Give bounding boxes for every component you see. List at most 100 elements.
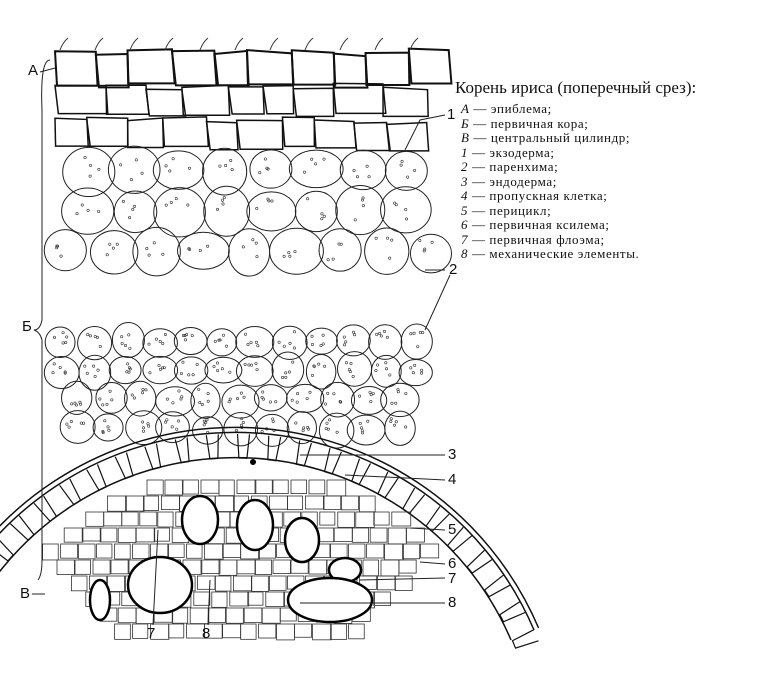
endodermis-cell (267, 435, 282, 462)
starch-grain (146, 422, 150, 426)
exodermis-cell (382, 86, 429, 118)
legend-item: 5 — перицикл; (461, 203, 696, 219)
starch-grain (97, 167, 101, 171)
starch-grain (277, 340, 281, 344)
starch-grain (144, 388, 148, 392)
starch-grain (187, 373, 191, 377)
parenchyma-cell (246, 191, 297, 232)
starch-grain (303, 170, 307, 174)
starch-grain (195, 363, 199, 367)
starch-grain (396, 388, 400, 392)
exodermis-cell (170, 49, 220, 87)
starch-grain (271, 419, 275, 423)
stele-cell (398, 559, 417, 574)
stele-cell (92, 559, 111, 575)
starch-grain (281, 376, 285, 380)
legend-text: — экзодерма; (471, 144, 555, 160)
starch-grain (142, 429, 146, 433)
exodermis-cell (332, 52, 369, 89)
parenchyma-cell (78, 354, 112, 391)
starch-grain (105, 253, 109, 257)
starch-grain (126, 362, 130, 366)
starch-grain (101, 403, 105, 407)
starch-grain (141, 420, 145, 424)
stele-cell (211, 591, 228, 608)
starch-grain (319, 343, 323, 347)
parenchyma-cell (249, 149, 293, 189)
starch-grain (430, 240, 434, 244)
stele-cell (186, 543, 203, 559)
stele-cell (218, 559, 238, 576)
starch-grain (282, 254, 286, 258)
starch-grain (353, 218, 357, 222)
stele-cell (189, 607, 210, 625)
stele-cell (236, 479, 257, 494)
starch-grain (249, 340, 253, 344)
starch-grain (261, 397, 265, 401)
leader-2 (424, 269, 451, 331)
parenchyma-cell (132, 226, 181, 277)
starch-grain (88, 174, 92, 178)
starch-grain (389, 417, 393, 421)
starch-grain (310, 343, 314, 347)
stele-cell (81, 527, 102, 542)
starch-grain (181, 334, 185, 338)
starch-grain (241, 245, 245, 249)
starch-grain (284, 371, 288, 375)
stele-cell (78, 543, 96, 560)
starch-grain (240, 417, 244, 421)
legend-text: — эпиблема; (473, 101, 552, 116)
starch-grain (270, 199, 274, 203)
exodermis-cell (53, 50, 99, 87)
parenchyma-cell (305, 327, 338, 355)
starch-grain (349, 361, 353, 365)
legend-item: А — эпиблема; (461, 101, 696, 117)
stele-cell (376, 575, 396, 591)
stele-cell (85, 511, 105, 527)
legend-key: А (461, 101, 470, 116)
starch-grain (171, 401, 175, 405)
parenchyma-cell (202, 147, 248, 196)
starch-grain (412, 331, 416, 335)
endodermis-cell (351, 458, 372, 486)
starch-grain (186, 203, 190, 207)
starch-grain (255, 207, 259, 211)
starch-grain (164, 420, 168, 424)
legend-key: 2 (461, 159, 469, 174)
starch-grain (108, 242, 112, 246)
starch-grain (271, 417, 275, 421)
xylem-vessel (126, 555, 194, 615)
starch-grain (221, 333, 225, 337)
starch-grain (197, 387, 201, 391)
starch-grain (179, 371, 183, 375)
stele-cell (182, 479, 199, 495)
parenchyma-cell (384, 410, 416, 446)
starch-grain (369, 400, 373, 404)
starch-grain (51, 371, 55, 375)
starch-grain (413, 363, 417, 367)
legend-key: В (461, 130, 470, 145)
root-hair (164, 37, 174, 51)
starch-grain (418, 238, 422, 242)
starch-grain (409, 366, 413, 370)
figure-legend: Корень ириса (поперечный срез): А — эпиб… (455, 78, 696, 262)
stele-cell (139, 511, 158, 527)
starch-grain (154, 337, 158, 341)
leader-1 (404, 114, 446, 151)
stele-cell (312, 623, 332, 641)
starch-grain (63, 371, 67, 375)
parenchyma-cell (173, 326, 208, 356)
starch-grain (383, 329, 387, 333)
starch-grain (152, 241, 156, 245)
starch-grain (191, 373, 195, 377)
exodermis-cell (126, 48, 176, 85)
starch-grain (312, 364, 316, 368)
starch-grain (301, 429, 305, 433)
starch-grain (256, 344, 260, 348)
starch-grain (168, 169, 172, 173)
parenchyma-cell (336, 351, 373, 387)
starch-grain (374, 369, 378, 373)
starch-grain (80, 203, 84, 207)
starch-grain (175, 427, 179, 431)
parenchyma-cell (339, 149, 387, 191)
